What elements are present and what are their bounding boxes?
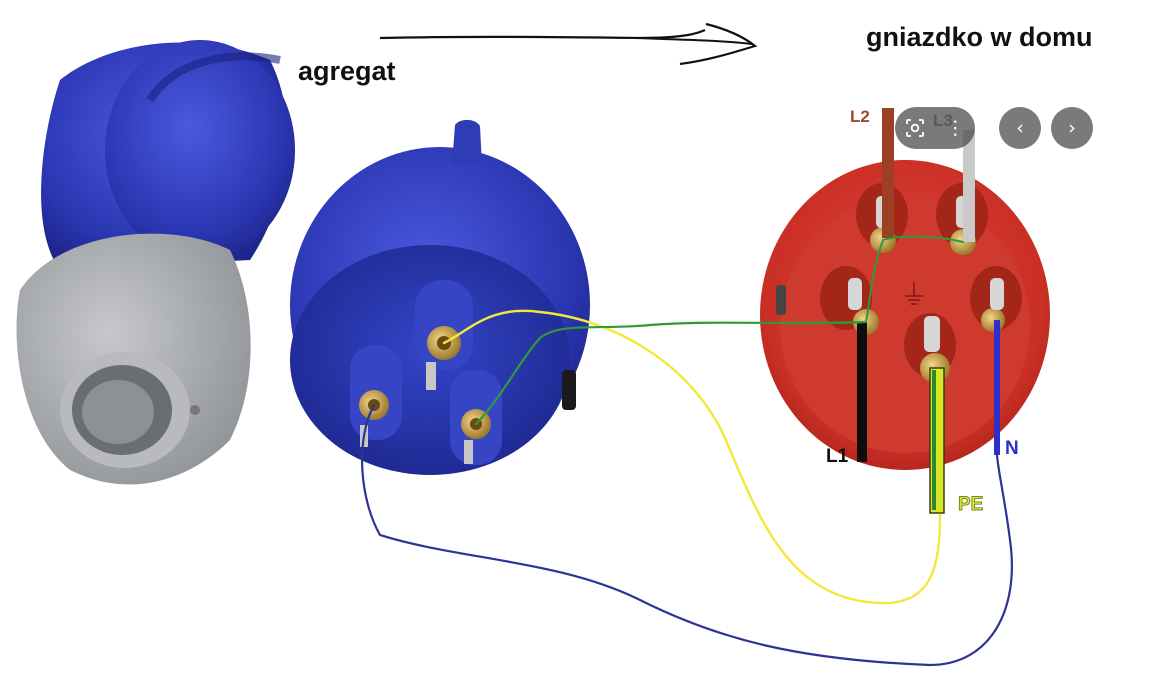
home-socket-label: gniazdko w domu (866, 22, 1093, 52)
generator-plug-face (290, 119, 590, 475)
direction-arrow (379, 22, 758, 66)
wire-label-l1: L1 (826, 446, 849, 467)
lens-icon[interactable] (905, 118, 925, 138)
lens-and-more-button[interactable]: ⋮ (895, 107, 975, 149)
previous-image-button[interactable]: ‹ (999, 107, 1041, 149)
socket-wire-stubs (857, 108, 1000, 514)
wire-label-l2: L2 (850, 107, 870, 126)
wire-label-n: N (1005, 438, 1019, 459)
connecting-wires (360, 235, 1013, 667)
chevron-left-icon: ‹ (1016, 116, 1024, 139)
generator-connector-rear (16, 40, 295, 485)
wire-label-pe: PE (958, 494, 984, 516)
home-socket (760, 160, 1050, 470)
more-vertical-icon[interactable]: ⋮ (945, 116, 965, 139)
next-image-button[interactable]: › (1051, 107, 1093, 149)
chevron-right-icon: › (1068, 116, 1076, 139)
generator-label: agregat (298, 56, 396, 86)
